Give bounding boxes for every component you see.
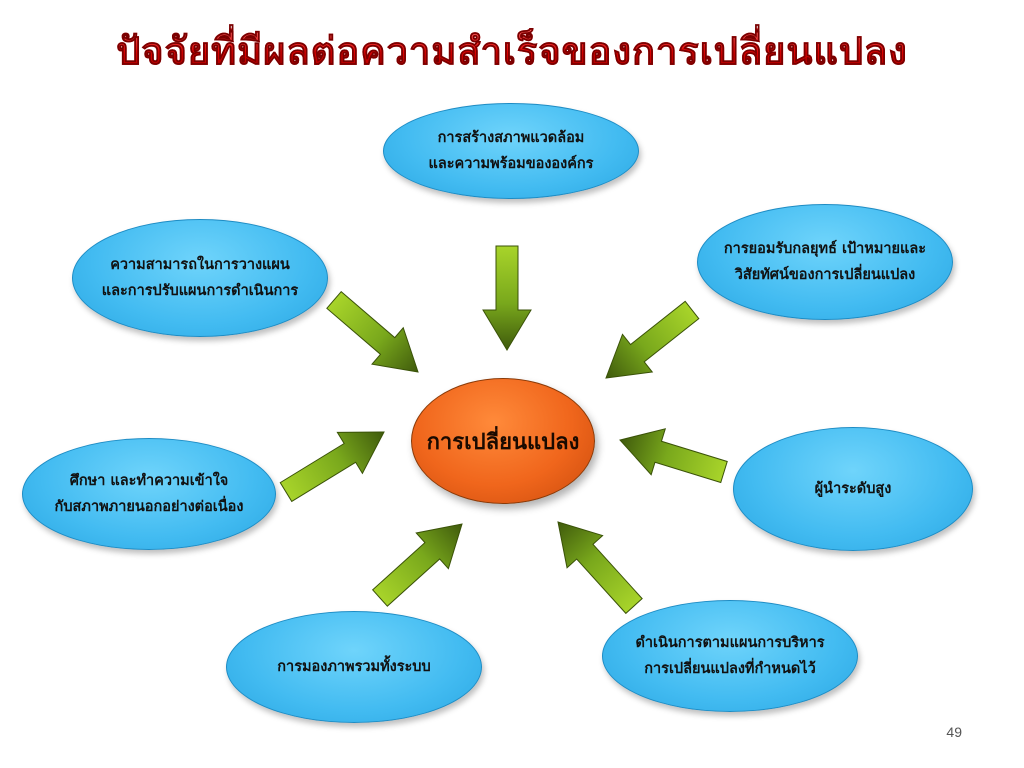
arrow-from-planning bbox=[326, 290, 419, 373]
page-number: 49 bbox=[946, 724, 962, 740]
arrow-from-holistic bbox=[371, 523, 463, 607]
node-holistic-label: การมองภาพรวมทั้งระบบ bbox=[277, 659, 431, 675]
slide-title: ปัจจัยที่มีผลต่อความสำเร็จของการเปลี่ยนแ… bbox=[116, 28, 908, 74]
node-executive: ผู้นำระดับสูง bbox=[733, 427, 973, 551]
arrow-from-strategy bbox=[605, 300, 700, 379]
node-strategy-label: การยอมรับกลยุทธ์ เป้าหมายและ วิสัยทัศน์ข… bbox=[723, 241, 927, 283]
node-executive-label: ผู้นำระดับสูง bbox=[814, 481, 892, 497]
node-strategy: การยอมรับกลยุทธ์ เป้าหมายและ วิสัยทัศน์ข… bbox=[697, 204, 953, 320]
node-external-label: ศึกษา และทำความเข้าใจ กับสภาพภายนอกอย่าง… bbox=[54, 473, 244, 515]
center-label: การเปลี่ยนแปลง bbox=[426, 428, 580, 455]
node-environment: การสร้างสภาพแวดล้อม และความพร้อมขององค์ก… bbox=[383, 103, 639, 199]
node-execution: ดำเนินการตามแผนการบริหาร การเปลี่ยนแปลงท… bbox=[602, 600, 858, 712]
node-planning-label: ความสามารถในการวางแผน และการปรับแผนการดำ… bbox=[101, 257, 299, 299]
node-holistic: การมองภาพรวมทั้งระบบ bbox=[226, 611, 482, 723]
node-execution-label: ดำเนินการตามแผนการบริหาร การเปลี่ยนแปลงท… bbox=[635, 635, 825, 677]
center-node: การเปลี่ยนแปลง bbox=[411, 378, 595, 504]
arrow-from-external bbox=[279, 431, 385, 503]
node-planning: ความสามารถในการวางแผน และการปรับแผนการดำ… bbox=[72, 219, 328, 337]
arrow-from-executive bbox=[619, 428, 728, 484]
node-environment-label: การสร้างสภาพแวดล้อม และความพร้อมขององค์ก… bbox=[428, 130, 594, 172]
arrow-from-execution bbox=[557, 521, 643, 615]
arrow-from-environment bbox=[482, 245, 532, 351]
node-external: ศึกษา และทำความเข้าใจ กับสภาพภายนอกอย่าง… bbox=[22, 438, 276, 550]
